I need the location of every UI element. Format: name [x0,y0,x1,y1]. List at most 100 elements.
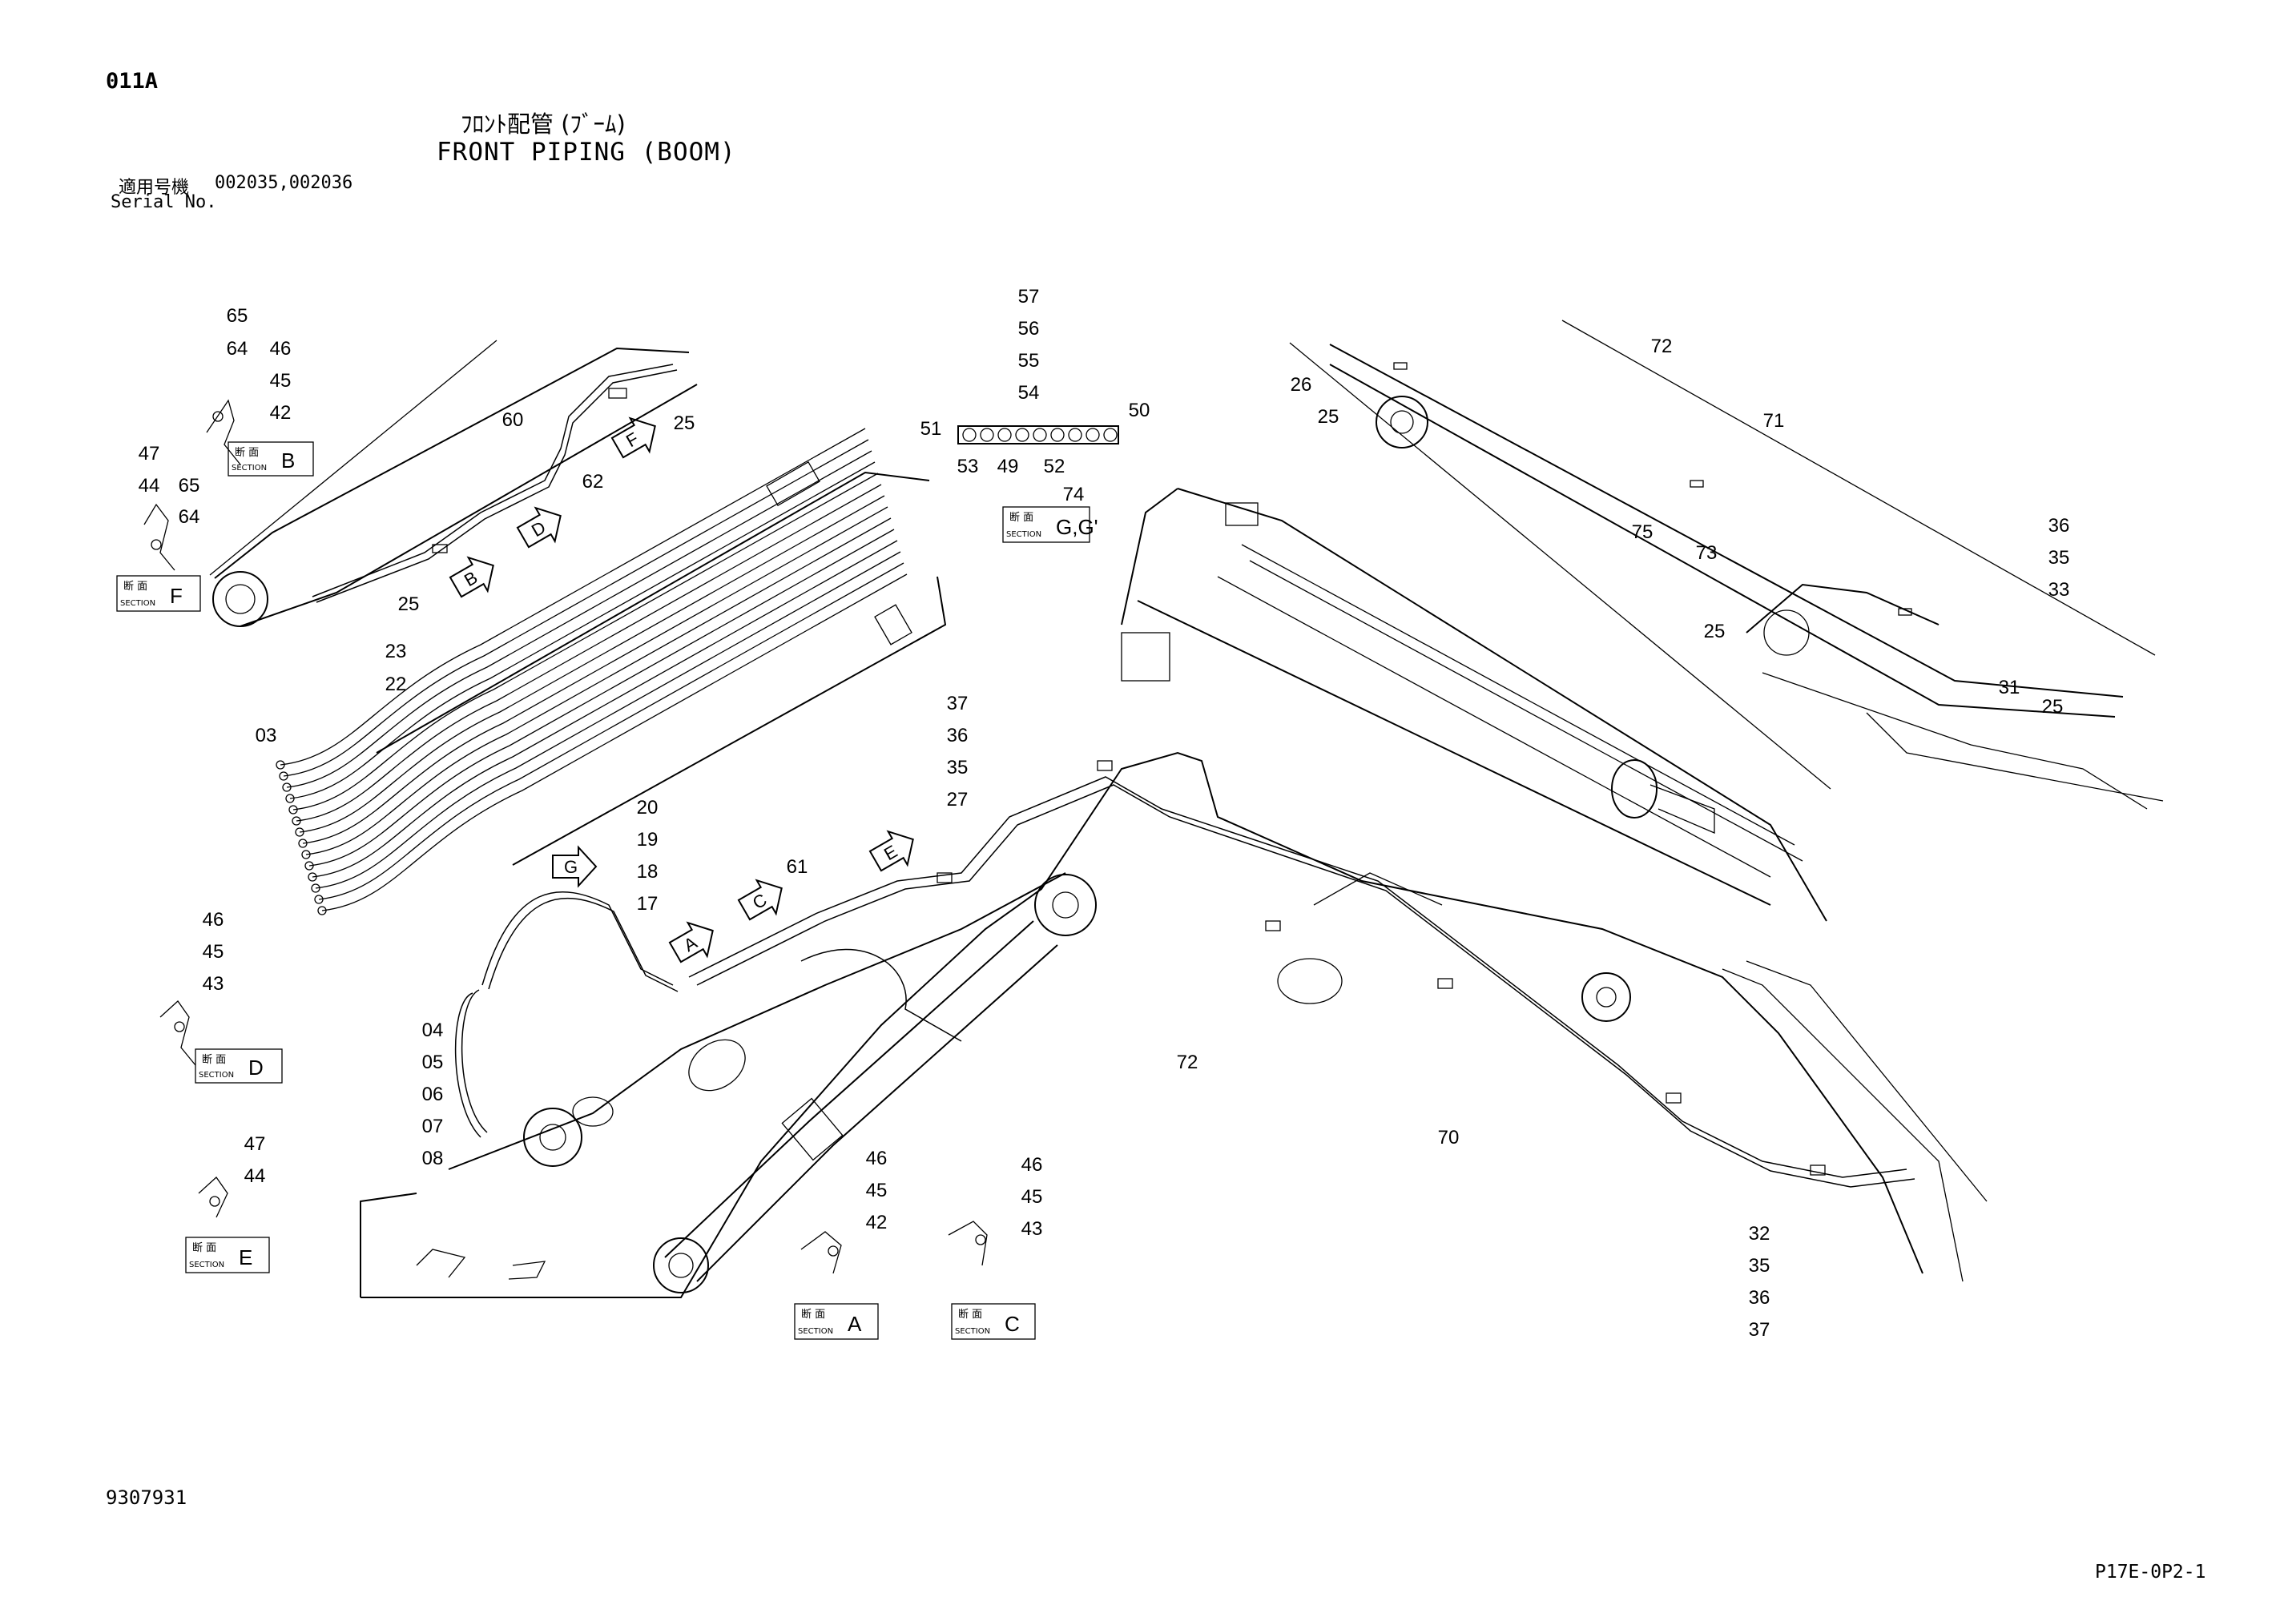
part-callout: 74 [1063,484,1085,505]
section-label-en: SECTION [232,464,267,473]
part-callout: 18 [637,861,659,883]
part-callout: 71 [1763,410,1785,432]
part-callout: 64 [227,338,248,360]
arrow-shape [610,416,656,459]
part-callout: 46 [866,1148,888,1169]
part-callout: 46 [203,909,224,931]
part-callout: 25 [1704,621,1726,642]
part-callout: 45 [270,370,292,392]
part-callout: 03 [256,725,277,746]
section-arrow-c: C [737,879,783,921]
sheet-code: P17E-0P2-1 [2095,1562,2206,1583]
part-callout: 43 [1021,1218,1043,1240]
serial-label-japanese: 適用号機 [119,178,190,198]
part-callout: 47 [139,443,160,465]
section-label-letter: C [1005,1312,1020,1336]
section-label-en: SECTION [798,1327,833,1336]
part-callout: 17 [637,893,659,915]
part-callout: 45 [203,941,224,963]
part-callout: 53 [957,456,979,477]
section-label-box [185,1237,270,1273]
section-arrow-g: G [552,845,598,888]
section-arrow-d: D [516,506,562,549]
part-callout: 62 [582,471,604,493]
part-callout: 23 [385,641,407,662]
section-label-a: 断 面 SECTION A [794,1303,879,1340]
section-label-jp: 断 面 [123,581,147,593]
part-callout: 54 [1018,382,1040,404]
arrow-letter: G [564,857,578,877]
arrow-shape [552,845,598,888]
section-label-en: SECTION [189,1261,224,1269]
part-callout: 36 [2048,515,2070,537]
clamp-detail [957,425,1119,444]
part-callout: 25 [2042,696,2064,718]
section-label-letter: A [848,1312,862,1336]
part-callout: 25 [1318,406,1339,428]
boom-side-view [360,751,1988,1298]
section-label-en: SECTION [1006,530,1041,539]
part-callout: 65 [179,475,200,497]
part-callout: 50 [1129,400,1150,421]
arrow-shape [449,556,494,598]
arrow-shape [668,921,714,963]
section-label-box [951,1303,1036,1340]
part-callout: 27 [947,789,969,810]
part-callout: 08 [422,1148,444,1169]
section-arrow-e: E [868,830,914,872]
part-callout: 55 [1018,350,1040,372]
part-callout: 32 [1749,1223,1770,1245]
hose-bundle-view [276,428,947,915]
section-arrow-b: B [449,556,494,598]
section-arrow-a: A [668,921,714,963]
part-callout: 45 [866,1180,888,1201]
part-callout: 46 [1021,1154,1043,1176]
section-label-letter: B [281,448,295,473]
part-callout: 37 [947,693,969,714]
part-callout: 44 [244,1165,266,1187]
section-label-letter: D [248,1056,264,1080]
section-label-en: SECTION [120,599,155,608]
part-callout: 25 [398,593,420,615]
part-callout: 72 [1651,336,1673,357]
arrow-shape [516,506,562,549]
part-callout: 72 [1177,1052,1198,1073]
part-callout: 35 [1749,1255,1770,1277]
part-callout: 56 [1018,318,1040,340]
serial-numbers: 002035,002036 [215,173,353,193]
page-title: FRONT PIPING (BOOM) [437,138,736,167]
section-label-jp: 断 面 [958,1309,982,1321]
part-callout: 51 [920,418,942,440]
section-arrow-f: F [610,416,656,459]
part-callout: 33 [2048,579,2070,601]
part-callout: 06 [422,1084,444,1105]
section-label-b: 断 面 SECTION B [228,441,314,477]
part-callout: 36 [1749,1287,1770,1309]
section-label-letter: G,G' [1056,515,1098,539]
section-label-jp: 断 面 [235,447,259,459]
part-callout: 45 [1021,1186,1043,1208]
part-callout: 20 [637,797,659,819]
part-callout: 42 [270,402,292,424]
section-label-jp: 断 面 [801,1309,825,1321]
part-callout: 04 [422,1020,444,1041]
part-callout: 43 [203,973,224,995]
part-callout: 75 [1632,521,1654,543]
part-callout: 70 [1438,1127,1460,1148]
part-callout: 60 [502,409,524,431]
section-label-box [1002,506,1090,543]
boom-center-view [1121,488,1827,922]
part-callout: 52 [1044,456,1065,477]
page-number: 011A [106,69,159,94]
part-callout: 05 [422,1052,444,1073]
part-callout: 25 [674,412,695,434]
arrow-shape [737,879,783,921]
part-callout: 22 [385,674,407,695]
part-callout: 73 [1696,542,1718,564]
